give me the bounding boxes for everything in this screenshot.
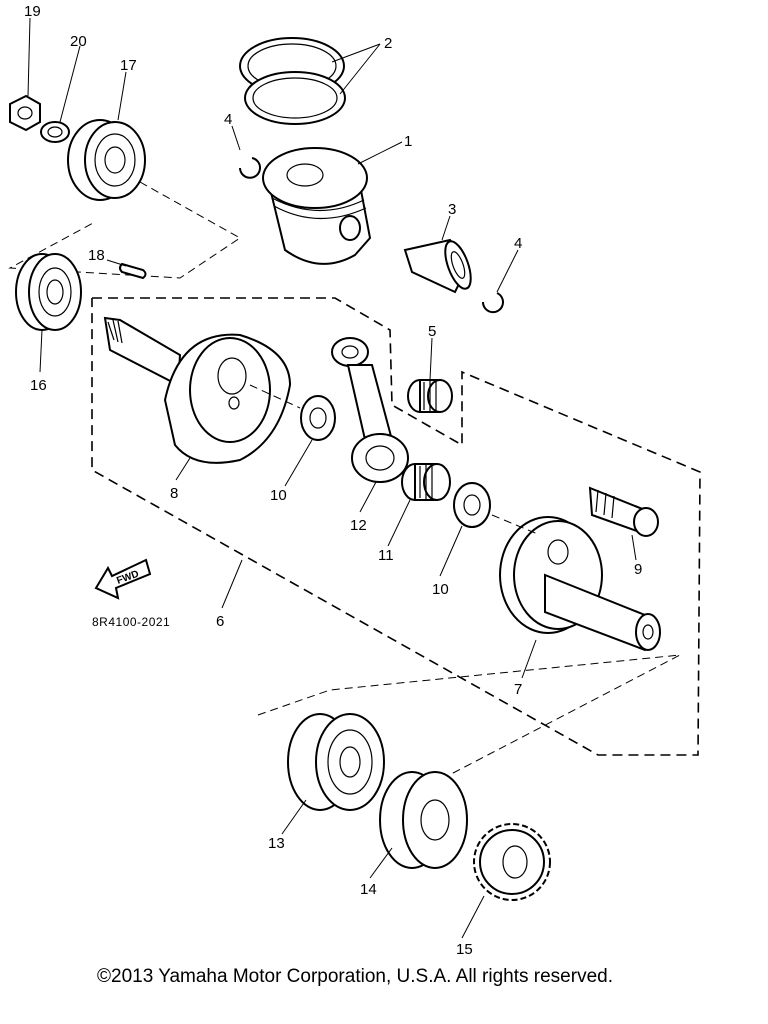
- forward-direction-arrow: FWD: [94, 558, 152, 600]
- callout-9: 9: [634, 561, 642, 578]
- callout-10b: 10: [432, 581, 449, 598]
- thrust-washer-right: [453, 482, 491, 528]
- callout-14: 14: [360, 881, 377, 898]
- callout-12: 12: [350, 517, 367, 534]
- callout-20: 20: [70, 33, 87, 50]
- callout-7: 7: [514, 681, 522, 698]
- copyright-notice: ©2013 Yamaha Motor Corporation, U.S.A. A…: [97, 966, 613, 987]
- callout-4a: 4: [224, 111, 232, 128]
- callout-16: 16: [30, 377, 47, 394]
- big-end-bearing: [401, 463, 451, 501]
- crank-pin: [588, 486, 659, 537]
- callout-17: 17: [120, 57, 137, 74]
- left-main-bearing: [15, 253, 82, 331]
- small-end-bearing: [407, 379, 453, 413]
- callout-11: 11: [378, 547, 394, 564]
- callout-15: 15: [456, 941, 473, 958]
- callout-3: 3: [448, 201, 456, 218]
- callout-6: 6: [216, 613, 224, 630]
- callout-5: 5: [428, 323, 436, 340]
- crank-half-left: [103, 316, 292, 464]
- woodruff-key: [119, 262, 147, 280]
- connecting-rod: [331, 337, 409, 483]
- right-main-bearing: [287, 713, 385, 811]
- crank-half-right: [499, 516, 661, 652]
- callout-13: 13: [268, 835, 285, 852]
- piston-pin: [403, 238, 472, 294]
- callout-4b: 4: [514, 235, 522, 252]
- callout-10a: 10: [270, 487, 287, 504]
- primary-drive-gear: [473, 823, 551, 901]
- callout-8: 8: [170, 485, 178, 502]
- left-bearing-seal: [67, 119, 146, 201]
- piston-pin-clips: [239, 157, 504, 314]
- drawing-code: 8R4100-2021: [92, 615, 170, 629]
- callout-1: 1: [404, 133, 412, 150]
- callout-2: 2: [384, 35, 392, 52]
- crank-collar: [379, 771, 468, 869]
- piston-rings: [239, 37, 346, 125]
- crank-nut: [9, 94, 41, 132]
- callout-19: 19: [24, 3, 41, 20]
- callout-18: 18: [88, 247, 105, 264]
- leader-lines: [27, 17, 637, 939]
- crankshaft-assembly-boundary: [91, 297, 701, 756]
- crank-washer: [40, 121, 70, 143]
- thrust-washer-left: [300, 395, 336, 441]
- part-callouts: 19 20 17 2 4 1 3 4 18 5 16 8 10 12 11 10…: [24, 3, 642, 958]
- piston: [262, 147, 372, 265]
